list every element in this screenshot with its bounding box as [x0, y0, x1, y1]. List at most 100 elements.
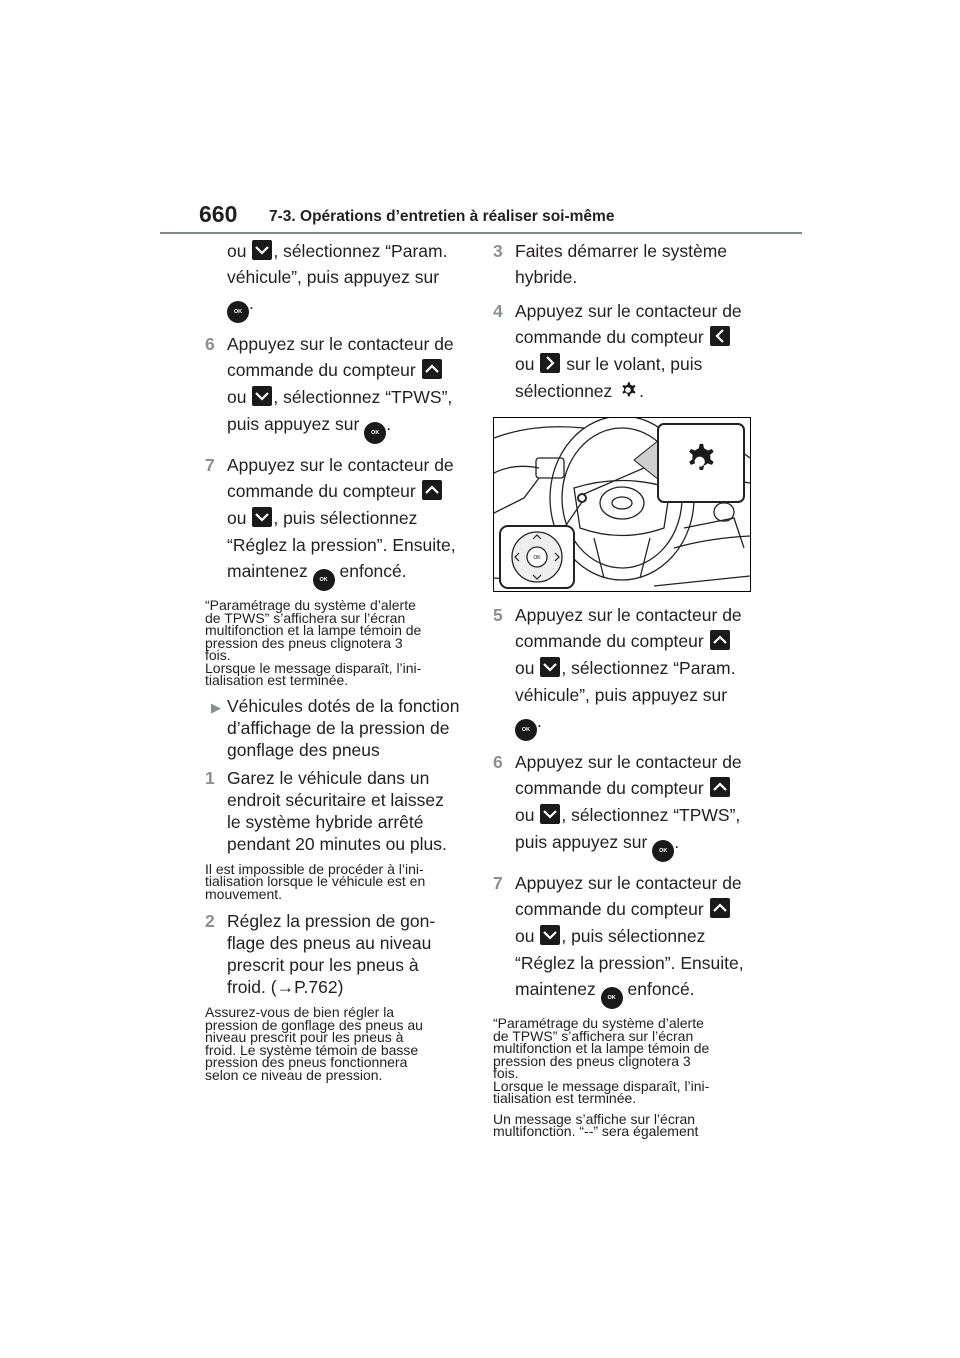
steering-wheel-illustration: OK — [493, 417, 751, 592]
step-number: 6 — [205, 334, 215, 354]
text: ou — [515, 926, 535, 946]
note-movement: Il est impossible de procéder à l’ini- t… — [205, 862, 467, 902]
step-number: 2 — [205, 911, 215, 931]
text: ou — [227, 241, 247, 261]
text: froid. ( — [227, 977, 277, 997]
text: commande du compteur — [227, 360, 416, 380]
page-number: 660 — [199, 201, 238, 227]
text: commande du compteur — [515, 899, 704, 919]
step-7: 7 Appuyez sur le contacteur de commande … — [205, 452, 467, 591]
text: Appuyez sur le contacteur de — [515, 301, 742, 321]
chevron-up-icon — [709, 777, 730, 797]
text: fois. — [205, 647, 231, 663]
step-4: 4 Appuyez sur le contacteur de commande … — [493, 298, 758, 405]
right-column: 3 Faites démarrer le système hybride. 4 … — [493, 238, 758, 1146]
text: ou — [515, 805, 535, 825]
step-number: 1 — [205, 767, 215, 788]
left-column: ou , sélectionnez “Param. véhicule”, pui… — [205, 238, 467, 1089]
text: sur le volant, puis — [566, 354, 703, 374]
text: Un message s’affiche sur l’écran — [493, 1110, 696, 1127]
gear-icon — [622, 382, 636, 397]
step-number: 6 — [493, 752, 503, 772]
step-number: 7 — [493, 873, 503, 893]
text: le système hybride arrêté — [227, 811, 424, 832]
text: pendant 20 minutes ou plus. — [227, 833, 447, 854]
text: maintenez — [515, 979, 596, 999]
arrow-right-icon: → — [276, 977, 295, 997]
page-reference-link[interactable]: P.762) — [294, 977, 344, 997]
text: Garez le véhicule dans un — [227, 767, 430, 788]
text: véhicule”, puis appuyez sur — [227, 267, 440, 287]
text: ou — [227, 387, 247, 407]
text: ou — [227, 508, 247, 528]
header-rule — [160, 232, 802, 234]
text: tialisation est terminée. — [205, 672, 349, 688]
text: niveau prescrit pour les pneus à — [205, 1029, 404, 1045]
text: , sélectionnez “Param. — [273, 241, 448, 261]
text: pression de gonflage des pneus au — [205, 1016, 423, 1033]
text: Appuyez sur le contacteur de — [227, 334, 454, 354]
text: véhicule”, puis appuyez sur — [515, 685, 728, 705]
step-number: 5 — [493, 605, 503, 625]
chevron-down-icon — [252, 507, 273, 527]
text: “Réglez la pression”. Ensuite, — [227, 535, 456, 555]
text: Véhicules dotés de la fonction — [227, 695, 460, 716]
text: pression des pneus clignotera 3 — [205, 634, 403, 651]
text: de TPWS” s’affichera sur l’écran — [493, 1027, 694, 1044]
step-number: 3 — [493, 241, 503, 261]
text: ou — [515, 658, 535, 678]
text: Réglez la pression de gon- — [227, 911, 436, 931]
text: ou — [515, 354, 535, 374]
text: maintenez — [227, 561, 308, 581]
text: Assurez-vous de bien régler la — [205, 1004, 395, 1020]
text: Appuyez sur le contacteur de — [515, 605, 742, 625]
text: . — [386, 414, 392, 434]
text: enfoncé. — [339, 561, 407, 581]
note-initialisation: “Paramétrage du système d’alerte de TPWS… — [205, 598, 467, 688]
chevron-down-icon — [540, 804, 561, 824]
note-pressure: Assurez-vous de bien régler la pression … — [205, 1004, 467, 1081]
text: multifonction et la lampe témoin de — [205, 622, 422, 638]
text: mouvement. — [205, 885, 283, 902]
text: . — [537, 711, 542, 731]
text: Lorsque le message disparaît, l’ini- — [205, 659, 422, 676]
text: sélectionnez — [515, 381, 613, 401]
chevron-left-icon — [709, 326, 730, 346]
text: , sélectionnez “TPWS”, — [273, 387, 453, 407]
text: enfoncé. — [627, 979, 695, 999]
text: Appuyez sur le contacteur de — [515, 873, 742, 893]
text: . — [249, 293, 254, 313]
switch-ok-label: OK — [533, 555, 541, 561]
text: gonflage des pneus — [227, 739, 380, 760]
chevron-down-icon — [252, 386, 273, 406]
step-6: 6 Appuyez sur le contacteur de commande … — [493, 749, 758, 862]
text: . — [674, 832, 680, 852]
text: “Réglez la pression”. Ensuite, — [515, 953, 744, 973]
text: puis appuyez sur — [227, 414, 360, 434]
chevron-right-icon — [540, 353, 561, 373]
text: Appuyez sur le contacteur de — [515, 752, 742, 772]
ok-button-icon: OK — [600, 987, 623, 1009]
text: tialisation est terminée. — [493, 1090, 637, 1106]
step-5-continued: ou , sélectionnez “Param. véhicule”, pui… — [205, 238, 467, 323]
text: “Paramétrage du système d’alerte — [493, 1015, 704, 1031]
text: , sélectionnez “TPWS”, — [561, 805, 741, 825]
chevron-up-icon — [709, 898, 730, 918]
chevron-up-icon — [709, 630, 730, 650]
note-initialisation: “Paramétrage du système d’alerte de TPWS… — [493, 1015, 758, 1106]
step-5: 5 Appuyez sur le contacteur de commande … — [493, 602, 758, 741]
text: flage des pneus au niveau — [227, 933, 432, 953]
text: commande du compteur — [515, 778, 704, 798]
text: de TPWS” s’affichera sur l’écran — [205, 609, 406, 626]
note-message: Un message s’affiche sur l’écran multifo… — [493, 1110, 758, 1138]
text: Lorsque le message disparaît, l’ini- — [493, 1077, 710, 1094]
ok-button-icon: OK — [312, 569, 335, 591]
text: commande du compteur — [515, 631, 704, 651]
ok-button-icon: OK — [364, 422, 387, 444]
text: Appuyez sur le contacteur de — [227, 455, 454, 475]
text: commande du compteur — [227, 481, 416, 501]
text: , sélectionnez “Param. — [561, 658, 736, 678]
chevron-down-icon — [540, 925, 561, 945]
text: tialisation lorsque le véhicule est en — [205, 873, 426, 889]
text: hybride. — [515, 267, 578, 287]
